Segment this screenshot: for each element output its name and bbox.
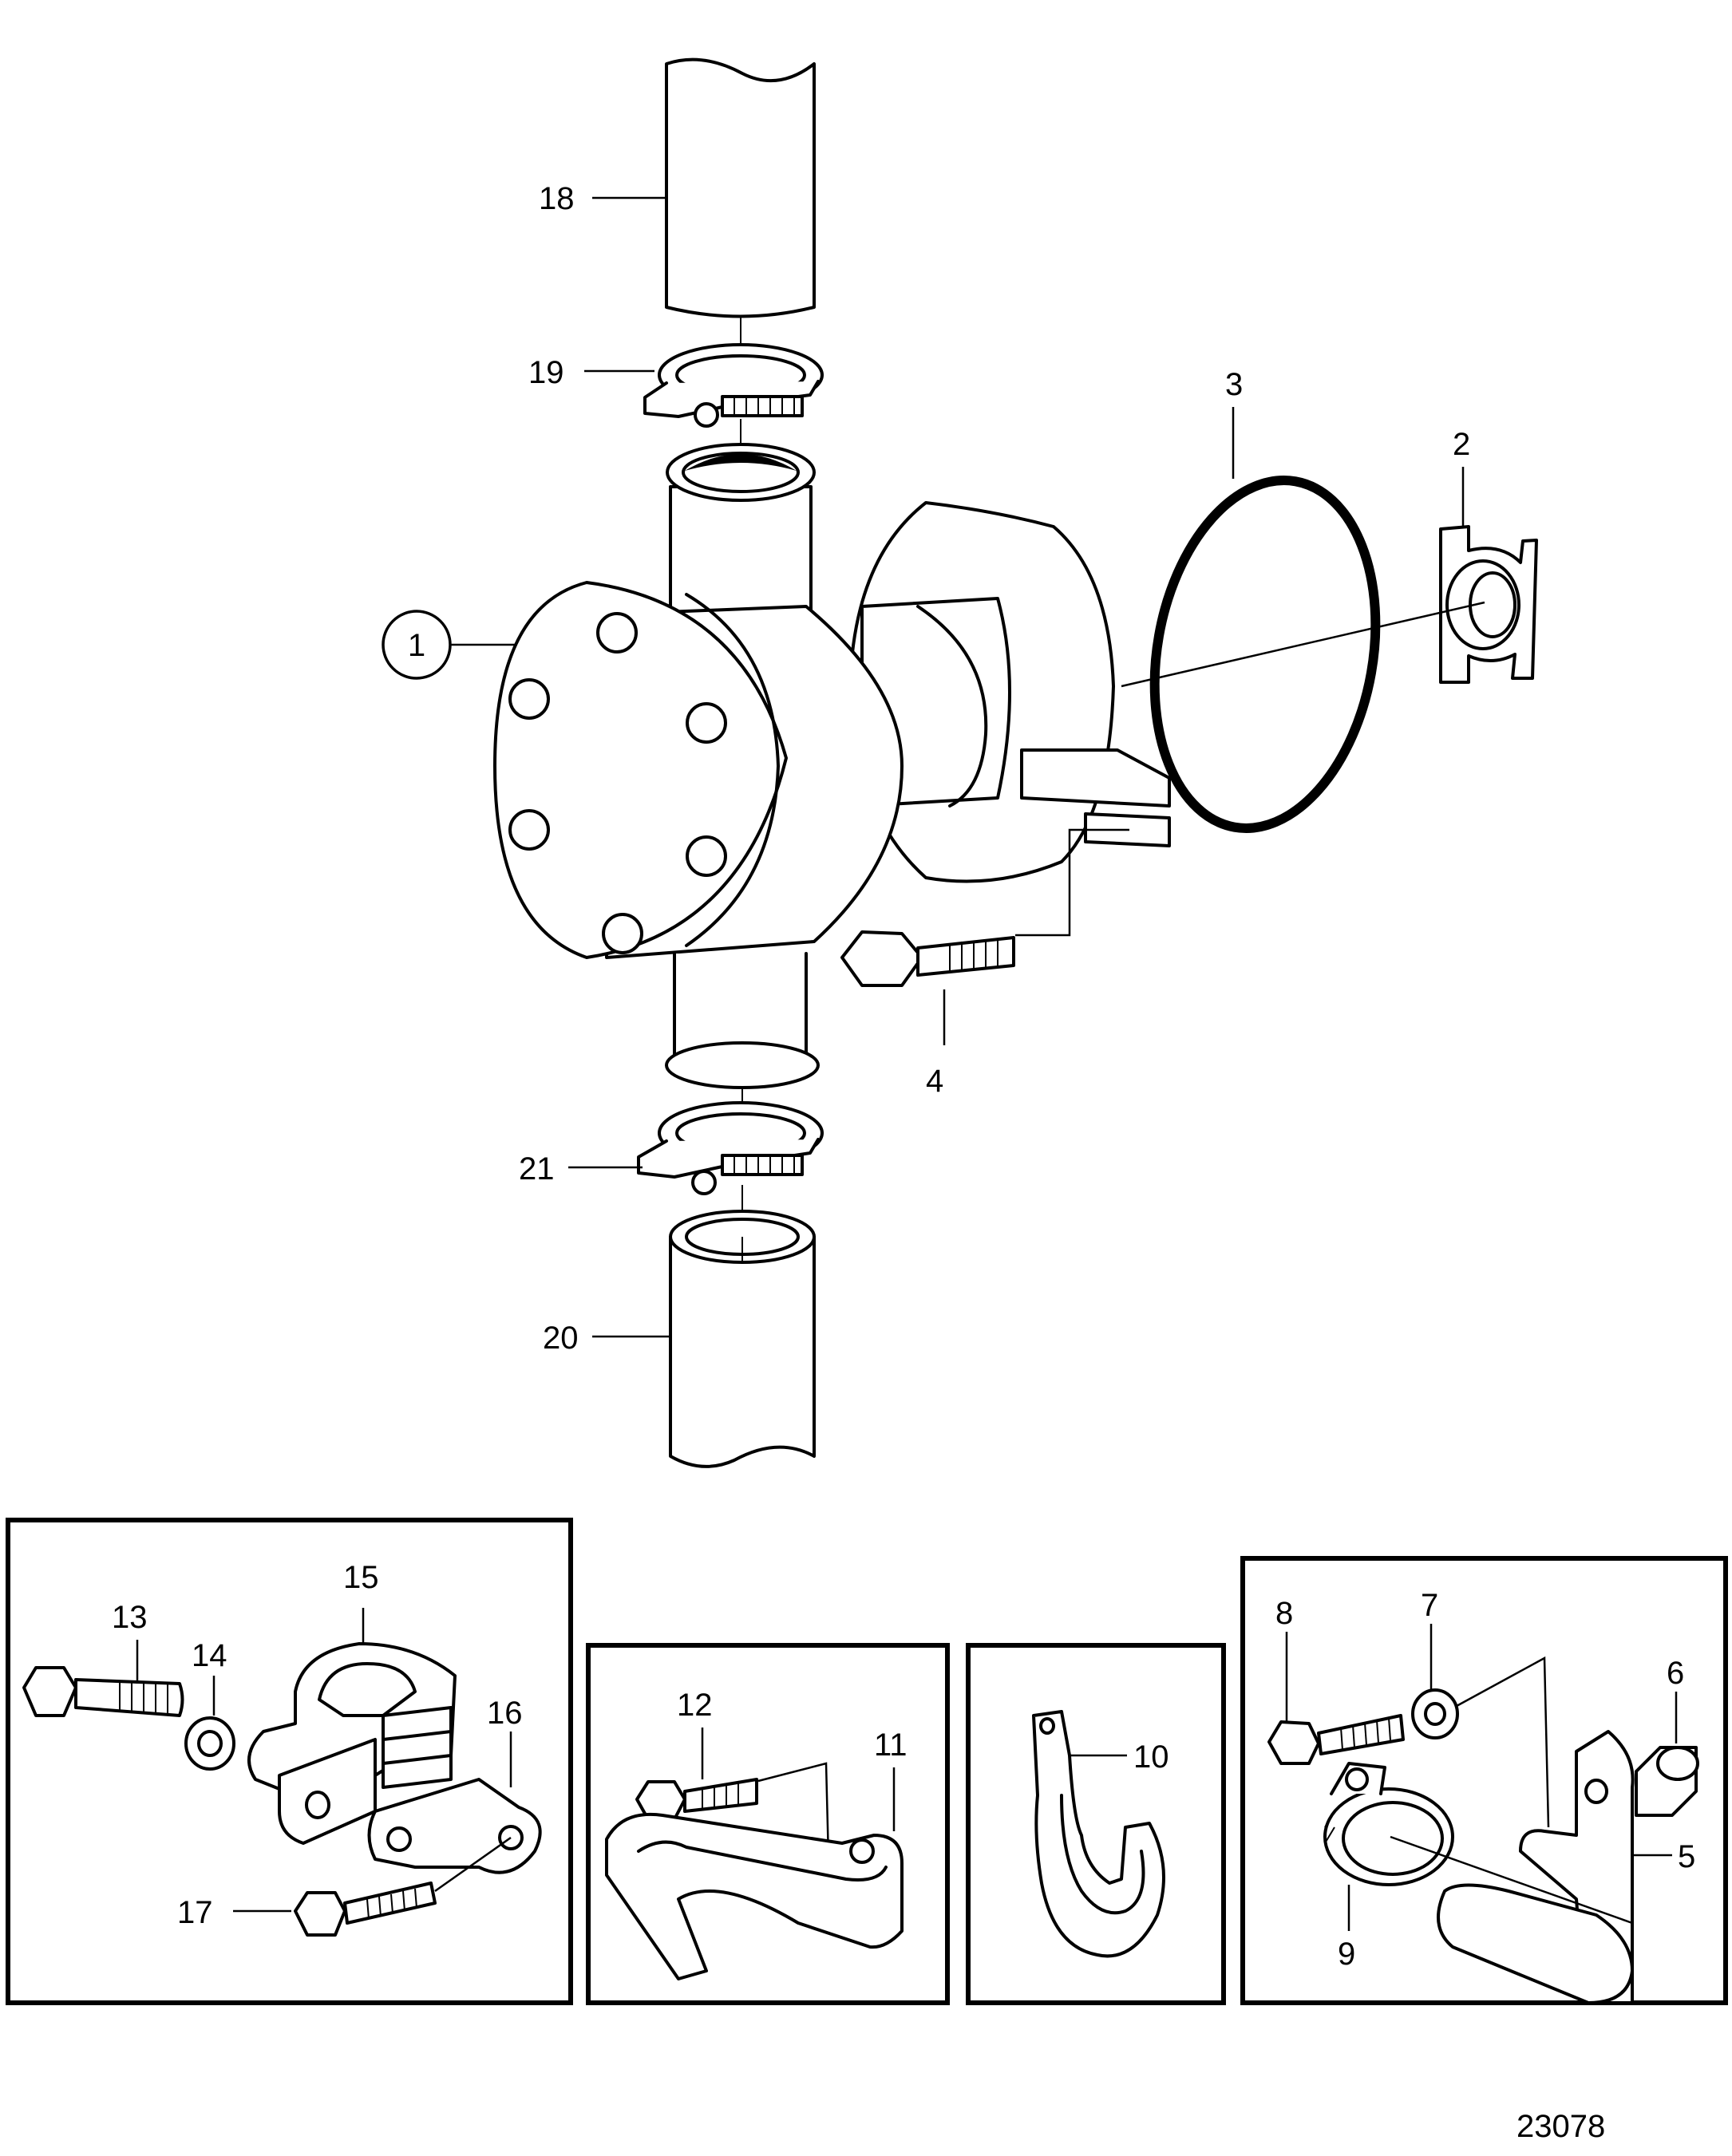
bracket-5 — [1437, 1730, 1635, 2004]
hose-clamp-upper — [643, 343, 824, 428]
callout-19: 19 — [528, 355, 564, 390]
callout-13: 13 — [112, 1600, 148, 1635]
spacer-6 — [1635, 1746, 1699, 1817]
callout-21: 21 — [519, 1151, 555, 1187]
hose-lower — [669, 1210, 816, 1468]
callout-4: 4 — [926, 1064, 943, 1099]
hose-upper — [665, 57, 816, 318]
bolt-13 — [22, 1666, 184, 1717]
callout-10: 10 — [1133, 1739, 1169, 1775]
callout-3: 3 — [1225, 367, 1243, 402]
callout-6: 6 — [1667, 1656, 1684, 1691]
callout-11: 11 — [874, 1728, 908, 1763]
callout-17: 17 — [177, 1895, 213, 1930]
washer-7 — [1411, 1688, 1459, 1739]
hose-clamp-9 — [1323, 1762, 1454, 1886]
callout-12: 12 — [677, 1688, 713, 1723]
pump-body — [493, 581, 904, 959]
pump-inlet-pipe — [666, 443, 816, 638]
callout-1-circle — [382, 610, 452, 680]
pump-outlet-pipe — [665, 952, 820, 1089]
detail-box-p-clip — [966, 1643, 1226, 2005]
callout-7: 7 — [1421, 1588, 1438, 1623]
bracket-16 — [367, 1778, 542, 1874]
detail-box-strap — [586, 1643, 950, 2005]
callout-1: 1 — [408, 628, 425, 663]
p-clip-10 — [1032, 1710, 1165, 1958]
o-ring — [1149, 476, 1381, 833]
callout-16: 16 — [487, 1696, 523, 1731]
coupling-piece — [1439, 525, 1538, 684]
callout-14: 14 — [192, 1638, 227, 1673]
callout-5: 5 — [1678, 1839, 1695, 1874]
figure-number: 23078 — [1516, 2109, 1605, 2144]
detail-box-clamp-bracket — [6, 1518, 573, 2005]
bolt-8 — [1267, 1714, 1405, 1765]
callout-2: 2 — [1453, 427, 1470, 462]
callout-20: 20 — [543, 1321, 579, 1356]
callout-9: 9 — [1338, 1937, 1355, 1972]
hose-clamp-lower — [637, 1101, 824, 1195]
callout-15: 15 — [343, 1560, 379, 1595]
callout-8: 8 — [1275, 1596, 1293, 1631]
washer-14 — [184, 1716, 235, 1771]
bolt-17 — [294, 1882, 437, 1937]
detail-box-bracket-clamp — [1240, 1556, 1728, 2005]
clamp-15 — [247, 1642, 457, 1845]
strap-11 — [605, 1812, 904, 1980]
callout-18: 18 — [539, 181, 575, 216]
hex-bolt-4 — [840, 930, 1015, 987]
